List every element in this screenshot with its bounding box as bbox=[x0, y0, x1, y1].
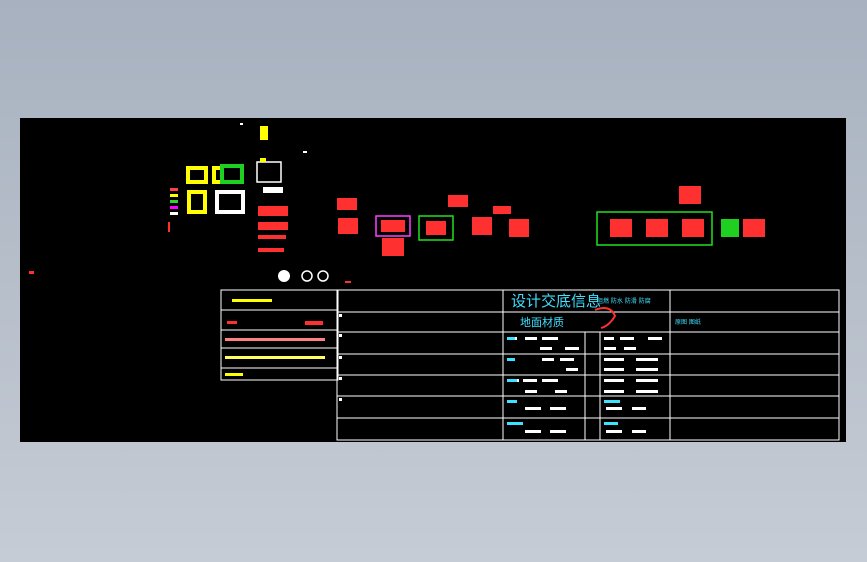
left-marker bbox=[29, 271, 34, 274]
title-right-note: 原图 图纸 bbox=[675, 318, 701, 326]
sheet-box bbox=[256, 161, 282, 183]
cad-drawing: 设计交底信息 阻燃 防水 防滑 防腐 地面材质 原图 图纸 bbox=[29, 123, 840, 441]
circle-symbol-1 bbox=[278, 270, 290, 282]
red-annotation bbox=[594, 307, 617, 329]
title-block bbox=[336, 289, 840, 441]
title-subtitle: 地面材质 bbox=[520, 315, 564, 329]
title-heading: 设计交底信息 bbox=[511, 292, 601, 310]
row-index-marks bbox=[339, 314, 342, 401]
yellow-marker bbox=[260, 126, 268, 140]
plan-column bbox=[258, 206, 288, 252]
legend-panel bbox=[168, 164, 245, 232]
legend-table bbox=[220, 289, 339, 381]
title-side-note: 阻燃 防水 防滑 防腐 bbox=[597, 297, 651, 305]
room-drawings bbox=[337, 186, 765, 256]
cad-drawing-canvas[interactable]: 设计交底信息 阻燃 防水 防滑 防腐 地面材质 原图 图纸 bbox=[20, 118, 846, 442]
